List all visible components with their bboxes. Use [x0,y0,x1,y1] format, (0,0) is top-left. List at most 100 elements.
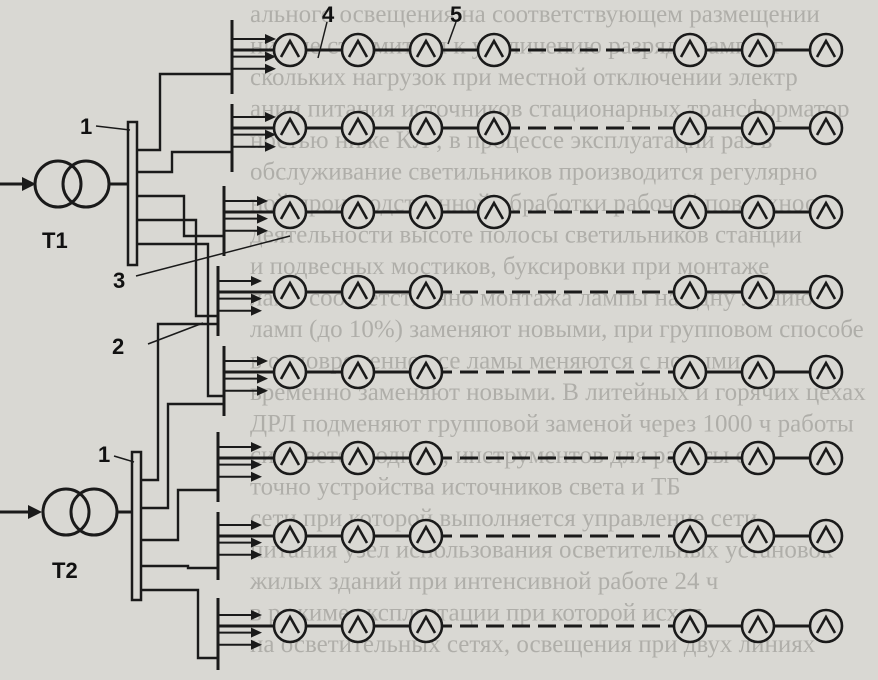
lamp-icon [272,354,308,390]
lamp-mark [415,116,437,136]
lamp-icon [272,274,308,310]
lamp-circle [672,194,708,230]
lamp-circle [272,194,308,230]
lamp-circle [672,440,708,476]
lamp-mark [347,38,369,58]
lamp-icon [340,440,376,476]
lamp-mark [747,524,769,544]
leader-label-4 [317,21,328,59]
feeder-from-switchboard-1 [137,72,232,152]
branch-arrow [257,356,268,366]
leader-label-1-bottom [113,455,135,463]
lamp-icon [340,32,376,68]
lamp-circle [408,518,444,554]
transformer-t2-winding-2 [69,487,119,537]
background-text-line: временно заменяют новыми. В литейных и г… [250,379,866,406]
lamp-mark [815,614,837,634]
branch-arrow [265,34,276,44]
leader-label-1-top [95,125,131,131]
lamp-mark [483,38,505,58]
background-text-line: деятельности высоте полосы светильников … [250,222,802,249]
background-text-line: жилых зданий при интенсивной работе 24 ч [249,568,718,595]
lamp-mark [747,446,769,466]
lamp-icon [740,440,776,476]
lamp-mark [747,38,769,58]
lamp-icon [672,194,708,230]
lamp-circle [672,608,708,644]
branch-arrow [251,293,262,304]
background-text-line: ального освещения на соответствующем раз… [250,1,820,28]
branch-arrow [257,225,268,236]
lamp-icon [672,518,708,554]
lamp-icon [808,194,844,230]
branch-arrow [265,141,276,152]
lamp-circle [672,32,708,68]
label-transformer-t1: T1 [42,228,68,253]
label-switchboard-1-top: 1 [80,114,92,139]
leader-label-3 [135,235,291,277]
background-text-line: ламп (до 10%) заменяют новыми, при групп… [250,316,864,343]
lamp-circle [340,32,376,68]
lamp-mark [415,524,437,544]
lamp-mark [279,280,301,300]
lamp-icon [272,194,308,230]
lamp-circle [740,32,776,68]
lamp-icon [408,194,444,230]
lamp-circle [672,274,708,310]
lamp-icon [408,354,444,390]
lamp-mark [679,360,701,380]
lamp-icon [340,354,376,390]
branch-arrow [265,51,276,62]
lamp-circle [340,518,376,554]
lamp-icon [272,440,308,476]
lamp-mark [347,200,369,220]
branch-arrow [265,63,276,74]
lamp-circle [740,354,776,390]
lamp-mark [347,116,369,136]
feeder-from-switchboard-2 [141,488,218,542]
lamp-circle [740,518,776,554]
branch-arrow [251,276,262,286]
lamp-mark [415,360,437,380]
lamp-mark [415,38,437,58]
transformer-t1-winding-1 [33,159,83,209]
branch-arrow [251,442,262,452]
lamp-icon [408,110,444,146]
branch-arrow [257,385,268,396]
lamp-mark [815,280,837,300]
lamp-icon [672,608,708,644]
lamp-circle [408,194,444,230]
lamp-mark [679,446,701,466]
background-text-line: и подвесных мостиков, буксировки при мон… [250,253,769,280]
lamp-mark [415,614,437,634]
lamp-icon [740,518,776,554]
lamp-circle [740,440,776,476]
lamp-icon [272,608,308,644]
lamp-circle [740,274,776,310]
lamp-circle [808,110,844,146]
label-transformer-t2: T2 [52,558,78,583]
switchboard-1-top [126,120,139,267]
lamp-icon [808,354,844,390]
lamp-icon [808,110,844,146]
branch-arrow [251,610,262,620]
background-text-line: в режиме эксплуатации при которой исход [250,600,703,627]
background-text-line: обслуживание светильников производится р… [250,159,817,186]
lamp-mark [415,446,437,466]
lamp-mark [815,38,837,58]
lamp-mark [815,116,837,136]
lamp-circle [340,440,376,476]
lamp-mark [415,280,437,300]
lamp-icon [672,440,708,476]
lamp-mark [679,200,701,220]
lamp-icon [808,608,844,644]
lamp-mark [747,614,769,634]
lamp-icon [672,274,708,310]
supply-arrow-t2 [28,505,42,519]
feeder-from-switchboard-1 [137,218,218,318]
lamp-icon [808,440,844,476]
lamp-icon [740,608,776,644]
lamp-icon [740,354,776,390]
lamp-circle [408,32,444,68]
lamp-mark [415,200,437,220]
